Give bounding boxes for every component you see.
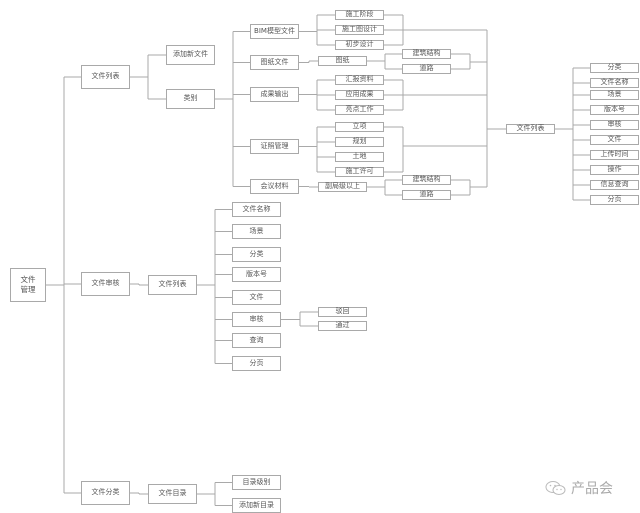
node-right-file-list: 文件列表 <box>506 124 555 134</box>
node-review-file-list: 文件列表 <box>148 275 197 295</box>
node-road-2: 道路 <box>402 190 451 200</box>
node-construction-drawing-design: 施工图设计 <box>335 25 384 35</box>
node-m-file: 文件 <box>232 290 281 305</box>
node-m-version: 版本号 <box>232 267 281 282</box>
node-file-review: 文件审核 <box>81 272 130 296</box>
node-add-new-file: 添加新文件 <box>166 45 215 65</box>
node-add-new-directory: 添加新目录 <box>232 498 281 513</box>
node-root: 文件 管理 <box>10 268 46 302</box>
node-m-category: 分类 <box>232 247 281 262</box>
node-deputy-bureau-above: 副局级以上 <box>318 182 367 192</box>
node-m-file-name: 文件名称 <box>232 202 281 217</box>
node-directory-level: 目录级别 <box>232 475 281 490</box>
node-m-review: 审核 <box>232 312 281 327</box>
node-highlight-work: 亮点工作 <box>335 105 384 115</box>
node-category: 类别 <box>166 89 215 109</box>
watermark: 产品会 <box>545 478 613 498</box>
node-r-scene: 场景 <box>590 90 639 100</box>
node-permit-management: 证照管理 <box>250 139 299 154</box>
node-r-info-query: 信息查询 <box>590 180 639 190</box>
wechat-icon <box>545 481 566 495</box>
node-r-review: 审核 <box>590 120 639 130</box>
node-r-file: 文件 <box>590 135 639 145</box>
node-report-material: 汇报资料 <box>335 75 384 85</box>
node-result-output: 成果输出 <box>250 87 299 102</box>
node-file-directory: 文件目录 <box>148 484 197 504</box>
node-road-1: 道路 <box>402 64 451 74</box>
node-r-file-name: 文件名称 <box>590 78 639 88</box>
node-construction-permit: 施工许可 <box>335 167 384 177</box>
node-m-scene: 场景 <box>232 224 281 239</box>
node-applied-result: 应用成果 <box>335 90 384 100</box>
node-file-list: 文件列表 <box>81 65 130 89</box>
node-m-query: 查询 <box>232 333 281 348</box>
node-planning: 规划 <box>335 137 384 147</box>
node-r-category: 分类 <box>590 63 639 73</box>
node-project-approval: 立项 <box>335 122 384 132</box>
node-drawing-file: 图纸文件 <box>250 55 299 70</box>
watermark-text: 产品会 <box>571 481 613 497</box>
node-construction-phase: 施工阶段 <box>335 10 384 20</box>
node-r-version: 版本号 <box>590 105 639 115</box>
node-drawing: 图纸 <box>318 56 367 66</box>
node-reject: 驳回 <box>318 307 367 317</box>
node-file-classification: 文件分类 <box>81 481 130 505</box>
node-m-pagination: 分页 <box>232 356 281 371</box>
node-r-operation: 操作 <box>590 165 639 175</box>
node-arch-structure-2: 建筑结构 <box>402 175 451 185</box>
node-r-upload-time: 上传时间 <box>590 150 639 160</box>
node-land: 土地 <box>335 152 384 162</box>
node-arch-structure-1: 建筑结构 <box>402 49 451 59</box>
node-meeting-material: 会议材料 <box>250 179 299 194</box>
node-bim-model-file: BIM模型文件 <box>250 24 299 39</box>
node-preliminary-design: 初步设计 <box>335 40 384 50</box>
node-r-pagination: 分页 <box>590 195 639 205</box>
node-approve: 通过 <box>318 321 367 331</box>
